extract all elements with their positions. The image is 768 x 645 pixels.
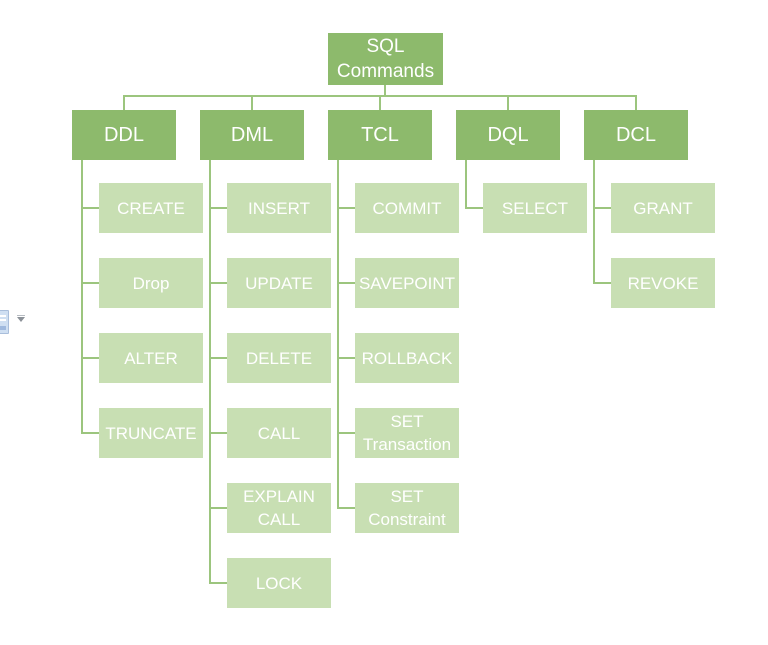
leaf-node-insert[interactable]: INSERT (227, 183, 331, 233)
connector-root-stub (384, 85, 386, 97)
connector-leaf-stub (81, 207, 99, 209)
branch-node-tcl[interactable]: TCL (328, 110, 432, 160)
connector-leaf-stub (81, 282, 99, 284)
leaf-node-lock[interactable]: LOCK (227, 558, 331, 608)
leaf-node-savepoint[interactable]: SAVEPOINT (355, 258, 459, 308)
connector-drop-line (209, 160, 211, 584)
leaf-node-revoke[interactable]: REVOKE (611, 258, 715, 308)
connector-branch-stub (507, 95, 509, 110)
paste-options-widget[interactable] (0, 308, 30, 336)
connector-drop-line (593, 160, 595, 284)
connector-leaf-stub (337, 432, 355, 434)
leaf-node-select[interactable]: SELECT (483, 183, 587, 233)
leaf-node-delete[interactable]: DELETE (227, 333, 331, 383)
connector-drop-line (337, 160, 339, 509)
connector-branch-stub (379, 95, 381, 110)
branch-node-ddl[interactable]: DDL (72, 110, 176, 160)
connector-leaf-stub (337, 357, 355, 359)
leaf-node-update[interactable]: UPDATE (227, 258, 331, 308)
connector-leaf-stub (81, 432, 99, 434)
connector-leaf-stub (209, 582, 227, 584)
connector-leaf-stub (209, 357, 227, 359)
branch-node-dcl[interactable]: DCL (584, 110, 688, 160)
leaf-node-truncate[interactable]: TRUNCATE (99, 408, 203, 458)
paste-options-dropdown-arrow-icon[interactable] (17, 315, 25, 322)
connector-leaf-stub (465, 207, 483, 209)
leaf-node-explain-call[interactable]: EXPLAIN CALL (227, 483, 331, 533)
connector-branch-stub (123, 95, 125, 110)
connector-leaf-stub (209, 207, 227, 209)
root-node[interactable]: SQL Commands (328, 33, 443, 85)
leaf-node-set-constraint[interactable]: SET Constraint (355, 483, 459, 533)
connector-branch-stub (251, 95, 253, 110)
leaf-node-rollback[interactable]: ROLLBACK (355, 333, 459, 383)
connector-leaf-stub (209, 432, 227, 434)
connector-leaf-stub (209, 282, 227, 284)
connector-leaf-stub (593, 207, 611, 209)
connector-leaf-stub (337, 207, 355, 209)
branch-node-dml[interactable]: DML (200, 110, 304, 160)
leaf-node-create[interactable]: CREATE (99, 183, 203, 233)
leaf-node-grant[interactable]: GRANT (611, 183, 715, 233)
leaf-node-drop[interactable]: Drop (99, 258, 203, 308)
connector-drop-line (465, 160, 467, 209)
leaf-node-commit[interactable]: COMMIT (355, 183, 459, 233)
leaf-node-alter[interactable]: ALTER (99, 333, 203, 383)
connector-leaf-stub (337, 282, 355, 284)
paste-options-clipboard-icon[interactable] (0, 310, 9, 334)
connector-leaf-stub (81, 357, 99, 359)
connector-drop-line (81, 160, 83, 434)
connector-branch-stub (635, 95, 637, 110)
connector-leaf-stub (593, 282, 611, 284)
branch-node-dql[interactable]: DQL (456, 110, 560, 160)
connector-leaf-stub (209, 507, 227, 509)
leaf-node-set-transaction[interactable]: SET Transaction (355, 408, 459, 458)
leaf-node-call[interactable]: CALL (227, 408, 331, 458)
connector-leaf-stub (337, 507, 355, 509)
